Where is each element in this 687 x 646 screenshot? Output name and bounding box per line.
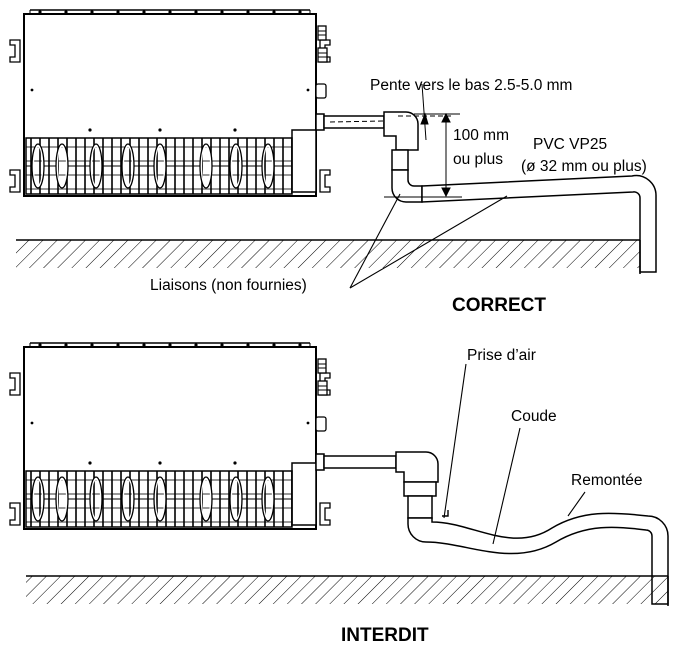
- elbow-label: Coude: [511, 408, 557, 425]
- pipe-spec-line1: PVC VP25: [533, 136, 607, 153]
- indoor-unit-top: [9, 9, 331, 197]
- panel-interdit: Prise d’air Coude Remontée INTERDIT: [9, 342, 669, 646]
- drain-pipe-correct: [315, 111, 657, 273]
- slope-label: Pente vers le bas 2.5-5.0 mm: [370, 77, 572, 94]
- rise-label: Remontée: [571, 472, 643, 489]
- verdict-interdit: INTERDIT: [341, 625, 429, 646]
- height-label-line1: 100 mm: [453, 127, 509, 144]
- height-dimension: [384, 112, 462, 198]
- pipe-spec-line2: (ø 32 mm ou plus): [521, 158, 647, 175]
- bottom-leader-lines: [443, 363, 586, 545]
- height-label-line2: ou plus: [453, 151, 503, 168]
- joints-label: Liaisons (non fournies): [150, 277, 307, 294]
- drain-pipe-forbidden: [315, 451, 669, 605]
- panel-correct: Pente vers le bas 2.5-5.0 mm 100 mm ou p…: [9, 9, 657, 316]
- floor-top: [16, 239, 641, 274]
- air-intake-label: Prise d’air: [467, 347, 536, 364]
- indoor-unit-bottom: [9, 342, 331, 530]
- floor-bottom: [26, 575, 669, 606]
- slope-indicator: [398, 83, 452, 141]
- verdict-correct: CORRECT: [452, 295, 546, 316]
